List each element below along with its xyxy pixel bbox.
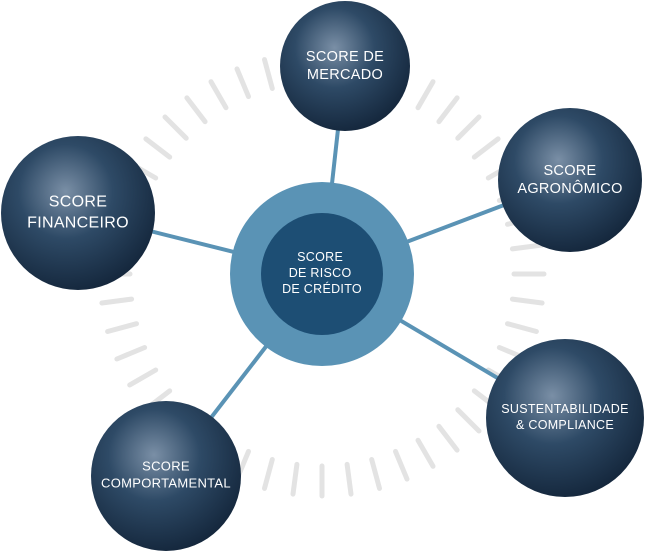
decorative-tick xyxy=(455,407,482,434)
node-financeiro-label-line-1: SCORE xyxy=(49,194,107,211)
node-mercado-label: SCORE DE MERCADO xyxy=(306,49,384,83)
node-comportamental: SCORE COMPORTAMENTAL xyxy=(91,401,241,551)
node-sustentabilidade: SUSTENTABILIDADE & COMPLIANCE xyxy=(486,339,644,497)
decorative-tick xyxy=(415,79,436,111)
node-mercado-sphere xyxy=(280,1,410,131)
node-comportamental-sphere xyxy=(91,401,241,551)
node-mercado-label-line-2: MERCADO xyxy=(307,67,383,83)
center-node: SCORE DE RISCO DE CRÉDITO xyxy=(230,182,414,366)
node-comportamental-label: SCORE COMPORTAMENTAL xyxy=(101,459,231,491)
node-mercado: SCORE DE MERCADO xyxy=(280,1,410,131)
decorative-tick xyxy=(393,448,410,482)
decorative-tick xyxy=(184,95,208,125)
center-label-line-2: DE RISCO xyxy=(289,266,352,280)
decorative-tick xyxy=(344,461,354,497)
center-label-line-1: SCORE xyxy=(297,250,343,264)
node-sustentabilidade-label-line-2: & COMPLIANCE xyxy=(516,418,614,432)
decorative-tick xyxy=(262,57,275,91)
decorative-tick xyxy=(436,423,460,453)
node-comportamental-label-line-2: COMPORTAMENTAL xyxy=(101,476,231,491)
node-financeiro: SCORE FINANCEIRO xyxy=(1,136,155,290)
node-financeiro-label: SCORE FINANCEIRO xyxy=(27,194,129,232)
decorative-tick xyxy=(436,95,460,125)
center-core-circle xyxy=(261,213,383,335)
decorative-tick xyxy=(415,437,436,469)
decorative-tick xyxy=(143,136,173,160)
node-financeiro-sphere xyxy=(1,136,155,290)
decorative-tick xyxy=(105,321,139,334)
decorative-tick xyxy=(262,457,275,491)
node-agronomico-sphere xyxy=(498,108,642,252)
decorative-tick xyxy=(471,136,501,160)
node-sustentabilidade-label: SUSTENTABILIDADE & COMPLIANCE xyxy=(501,402,629,432)
node-agronomico-label-line-1: SCORE xyxy=(543,163,596,179)
decorative-tick xyxy=(505,321,539,334)
node-comportamental-label-line-1: SCORE xyxy=(142,459,190,474)
decorative-tick xyxy=(127,367,159,388)
decorative-tick xyxy=(114,345,148,362)
decorative-tick xyxy=(455,114,482,141)
node-financeiro-label-line-2: FINANCEIRO xyxy=(27,215,129,232)
node-sustentabilidade-sphere xyxy=(486,339,644,497)
decorative-tick xyxy=(509,242,545,252)
decorative-tick xyxy=(162,114,189,141)
decorative-tick xyxy=(290,461,300,497)
decorative-tick xyxy=(208,79,229,111)
center-label: SCORE DE RISCO DE CRÉDITO xyxy=(282,250,362,296)
node-sustentabilidade-label-line-1: SUSTENTABILIDADE xyxy=(501,402,629,416)
decorative-tick xyxy=(509,296,545,306)
center-label-line-3: DE CRÉDITO xyxy=(282,281,362,296)
decorative-tick xyxy=(369,457,382,491)
decorative-tick xyxy=(234,66,251,100)
node-mercado-label-line-1: SCORE DE xyxy=(306,49,384,65)
node-agronomico-label-line-2: AGRONÔMICO xyxy=(517,180,622,197)
decorative-tick xyxy=(99,296,135,306)
